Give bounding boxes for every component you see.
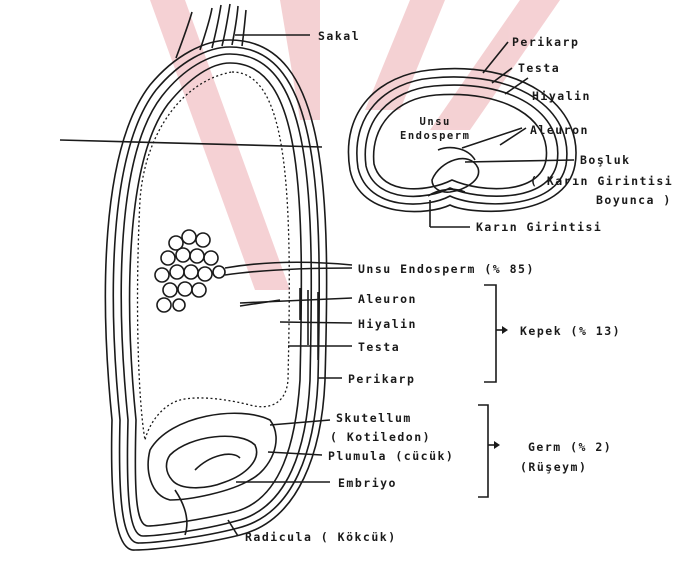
label-aleuron: Aleuron <box>358 292 417 306</box>
label-testa-cross: Testa <box>518 61 560 75</box>
label-unsu-endosperm-cross-text: Unsu Endosperm <box>400 116 470 142</box>
scutellum <box>148 413 276 500</box>
germ-arrowhead <box>494 441 500 449</box>
label-russeym: (Rüşeym) <box>520 460 587 474</box>
label-testa: Testa <box>358 340 400 354</box>
label-hiyalin-cross: Hiyalin <box>532 89 591 103</box>
embryo <box>166 436 256 487</box>
label-skutellum: Skutellum <box>336 411 412 425</box>
kepek-arrowhead <box>502 326 508 334</box>
label-hiyalin: Hiyalin <box>358 317 417 331</box>
label-germ: Germ (% 2) <box>528 440 612 454</box>
label-karin-girintisi-boyunca-1: ( Karın Girintisi <box>530 174 673 188</box>
label-plumula: Plumula (cücük) <box>328 449 454 463</box>
kepek-bracket <box>484 285 496 382</box>
plumule <box>195 454 240 470</box>
label-kotiledon: ( Kotiledon) <box>330 430 431 444</box>
label-aleuron-cross: Aleuron <box>530 123 589 137</box>
label-radicula: Radicula ( Kökcük) <box>245 530 397 544</box>
cross-crease-inner <box>438 148 475 160</box>
label-unsu-endosperm-pct: Unsu Endosperm (% 85) <box>358 262 535 276</box>
section-line <box>60 140 322 147</box>
label-embriyo: Embriyo <box>338 476 397 490</box>
label-unsu-endosperm-cross: Unsu Endosperm <box>400 115 470 143</box>
label-karin-girintisi-boyunca-2: Boyunca ) <box>596 193 672 207</box>
germ-bracket <box>478 405 488 497</box>
label-perikarp: Perikarp <box>348 372 415 386</box>
label-perikarp-cross: Perikarp <box>512 35 579 49</box>
label-sakal: Sakal <box>318 29 360 43</box>
label-bosluk: Boşluk <box>580 153 631 167</box>
cross-crease <box>432 159 479 193</box>
endosperm-cell-cluster <box>155 230 225 312</box>
label-kepek: Kepek (% 13) <box>520 324 621 338</box>
watermark <box>150 0 560 290</box>
label-karin-girintisi: Karın Girintisi <box>476 220 602 234</box>
radicle <box>175 490 187 535</box>
